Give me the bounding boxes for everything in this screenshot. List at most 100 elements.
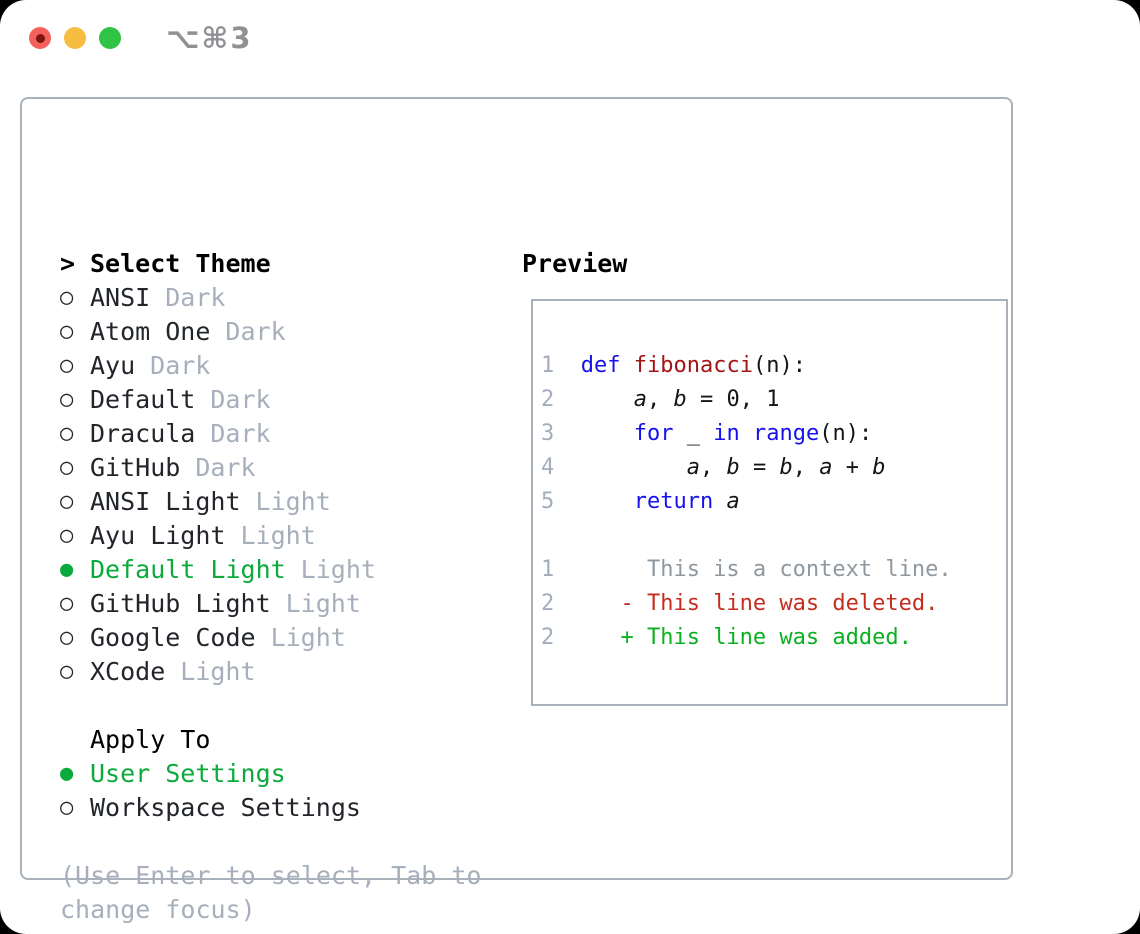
theme-option-label: Default	[90, 385, 196, 414]
code-token: = 0, 1	[686, 387, 780, 412]
code-token: ,	[792, 455, 820, 480]
select-theme-header: > Select Theme	[60, 247, 481, 281]
code-token	[554, 455, 686, 480]
theme-option-label: GitHub	[90, 453, 181, 482]
code-token: def	[580, 353, 621, 378]
theme-option-dracula[interactable]: ○ Dracula Dark	[60, 417, 481, 451]
theme-variant-tag: Light	[180, 657, 256, 686]
radio-icon: ○	[60, 353, 74, 378]
code-token	[713, 489, 726, 514]
radio-icon: ○	[60, 319, 74, 344]
code-token	[621, 353, 634, 378]
theme-option-label: Default Light	[90, 555, 286, 584]
radio-icon: ○	[60, 795, 74, 820]
apply-option-user-settings[interactable]: ●User Settings	[60, 757, 481, 791]
preview-line: 2 a, b = 0, 1	[541, 383, 1006, 417]
theme-option-label: GitHub Light	[90, 589, 271, 618]
theme-variant-tag: Dark	[210, 385, 271, 414]
code-token: a	[633, 387, 647, 412]
apply-option-workspace-settings[interactable]: ○ Workspace Settings	[60, 791, 481, 825]
line-number: 5	[541, 489, 555, 514]
traffic-lights	[29, 27, 121, 49]
preview-line: 5 return a	[541, 485, 1006, 519]
keyboard-hint-text: (Use Enter to select, Tab to change focu…	[60, 861, 482, 924]
code-token: a	[726, 489, 740, 514]
code-token	[554, 387, 633, 412]
code-token: +	[832, 455, 873, 480]
select-theme-header-label: Select Theme	[90, 249, 271, 278]
code-token	[740, 421, 753, 446]
line-number: 2	[541, 387, 555, 412]
code-token: range	[752, 421, 820, 446]
theme-option-google-code[interactable]: ○ Google Code Light	[60, 621, 481, 655]
theme-option-label: Dracula	[90, 419, 196, 448]
theme-variant-tag: Light	[270, 623, 346, 652]
line-number: 3	[541, 421, 555, 446]
radio-icon: ○	[60, 659, 74, 684]
line-number: 1	[541, 557, 555, 582]
radio-icon: ○	[60, 591, 74, 616]
code-token	[554, 353, 581, 378]
radio-icon: ○	[60, 523, 74, 548]
code-token: return	[633, 489, 714, 514]
theme-option-xcode[interactable]: ○ XCode Light	[60, 655, 481, 689]
theme-option-label: Ayu	[90, 351, 136, 380]
preview-header-label: Preview	[522, 249, 628, 278]
radio-icon: ○	[60, 625, 74, 650]
code-token: - This line was deleted.	[554, 591, 939, 616]
code-token: ,	[699, 455, 727, 480]
close-button[interactable]	[29, 27, 51, 49]
minimize-button[interactable]	[64, 27, 86, 49]
code-token	[554, 421, 633, 446]
code-token: a	[819, 455, 833, 480]
theme-option-default[interactable]: ○ Default Dark	[60, 383, 481, 417]
code-token: (n):	[819, 421, 873, 446]
preview-line: 1 def fibonacci(n):	[541, 349, 1006, 383]
preview-line: 2 + This line was added.	[541, 621, 1006, 655]
code-token: in	[713, 421, 740, 446]
zoom-button[interactable]	[99, 27, 121, 49]
theme-option-label: Google Code	[90, 623, 256, 652]
theme-option-label: Atom One	[90, 317, 211, 346]
line-number: 2	[541, 625, 555, 650]
line-number: 2	[541, 591, 555, 616]
code-token: fibonacci	[633, 353, 753, 378]
preview-line	[541, 519, 1006, 553]
code-token: for	[633, 421, 674, 446]
preview-line: 3 for _ in range(n):	[541, 417, 1006, 451]
apply-option-label: Workspace Settings	[90, 793, 361, 822]
radio-icon: ○	[60, 387, 74, 412]
apply-to-list: ●User Settings ○ Workspace Settings	[60, 757, 481, 825]
line-number: 4	[541, 455, 555, 480]
preview-line: 1 This is a context line.	[541, 553, 1006, 587]
code-token: b	[872, 455, 886, 480]
theme-option-label: ANSI	[90, 283, 151, 312]
code-token: This is a context line.	[554, 557, 952, 582]
code-token: ,	[646, 387, 674, 412]
code-token: b	[673, 387, 687, 412]
radio-selected-icon: ●	[60, 761, 74, 786]
theme-variant-tag: Dark	[210, 419, 271, 448]
radio-icon: ○	[60, 489, 74, 514]
apply-to-header: Apply To	[90, 725, 211, 754]
code-token: + This line was added.	[554, 625, 912, 650]
preview-line: 2 - This line was deleted.	[541, 587, 1006, 621]
code-token: a	[686, 455, 700, 480]
radio-icon: ○	[60, 421, 74, 446]
theme-option-label: XCode	[90, 657, 166, 686]
focus-caret-icon: >	[60, 249, 76, 278]
theme-variant-tag: Light	[300, 555, 376, 584]
theme-option-label: ANSI Light	[90, 487, 241, 516]
